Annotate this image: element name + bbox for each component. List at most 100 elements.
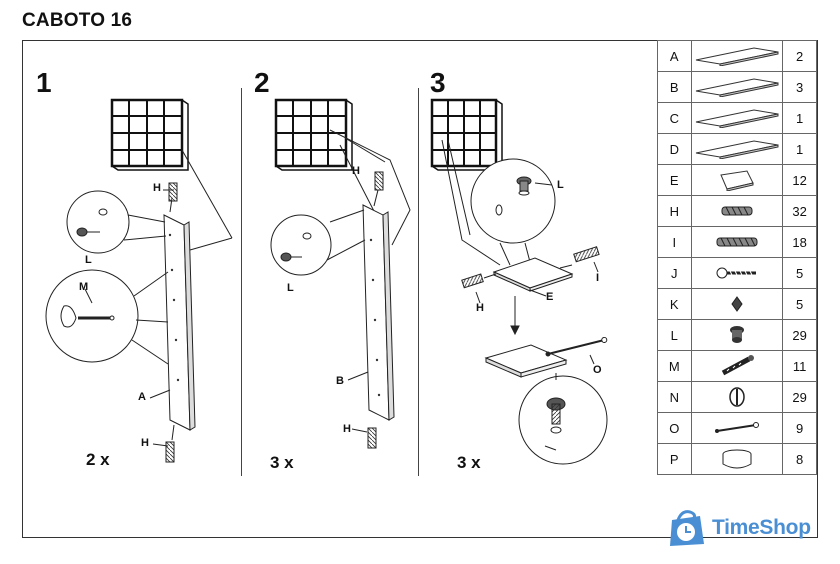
step-2-quantity: 3 x bbox=[270, 453, 294, 472]
bookcase-icon bbox=[274, 98, 353, 171]
step-3-label-e: E bbox=[546, 291, 554, 303]
part-count: 29 bbox=[782, 381, 817, 413]
dowel-bottom bbox=[165, 441, 175, 463]
part-count: 18 bbox=[782, 226, 817, 258]
part-code: H bbox=[657, 195, 692, 227]
part-row: N 29 bbox=[657, 381, 817, 413]
long-panel-icon bbox=[692, 108, 783, 128]
step-divider-2 bbox=[418, 88, 419, 476]
part-count: 11 bbox=[782, 350, 817, 382]
brand-name: TimeShop bbox=[712, 516, 811, 539]
step-2-label-h-bottom: H bbox=[343, 423, 351, 435]
part-count: 8 bbox=[782, 443, 817, 475]
step-1-label-h-top: H bbox=[153, 182, 161, 194]
part-row: E 12 bbox=[657, 164, 817, 196]
part-image bbox=[690, 257, 784, 289]
part-row: H 32 bbox=[657, 195, 817, 227]
part-count: 1 bbox=[782, 133, 817, 165]
part-code: D bbox=[657, 133, 692, 165]
part-image bbox=[690, 226, 784, 258]
cam-detail bbox=[516, 176, 532, 196]
part-image bbox=[690, 40, 784, 72]
part-code: I bbox=[657, 226, 692, 258]
part-image bbox=[690, 164, 784, 196]
part-code: J bbox=[657, 257, 692, 289]
part-count: 32 bbox=[782, 195, 817, 227]
part-code: L bbox=[657, 319, 692, 351]
part-count: 9 bbox=[782, 412, 817, 444]
part-code: E bbox=[657, 164, 692, 196]
part-count: 3 bbox=[782, 71, 817, 103]
part-row: L 29 bbox=[657, 319, 817, 351]
small-fitting-icon bbox=[692, 296, 783, 312]
long-panel-icon bbox=[692, 46, 783, 66]
cam-bolt-icon bbox=[692, 355, 783, 377]
long-panel-icon bbox=[692, 77, 783, 97]
part-image bbox=[690, 288, 784, 320]
part-code: O bbox=[657, 412, 692, 444]
step-number-2: 2 bbox=[254, 67, 270, 98]
step-1-label-l: L bbox=[85, 254, 92, 266]
part-image bbox=[690, 350, 784, 382]
step-2-label-l: L bbox=[287, 282, 294, 294]
part-row: M 11 bbox=[657, 350, 817, 382]
step-1-label-m: M bbox=[79, 281, 89, 293]
part-count: 29 bbox=[782, 319, 817, 351]
part-code: A bbox=[657, 40, 692, 72]
detail-fitting-circle bbox=[518, 375, 608, 465]
panel-a bbox=[163, 214, 196, 431]
small-board-icon bbox=[692, 169, 783, 191]
part-image bbox=[690, 381, 784, 413]
long-panel-icon bbox=[692, 139, 783, 159]
part-count: 5 bbox=[782, 288, 817, 320]
ring-fitting-icon bbox=[692, 448, 783, 470]
part-code: M bbox=[657, 350, 692, 382]
step-3-label-i: I bbox=[596, 272, 600, 284]
clock-bag-icon bbox=[670, 510, 704, 546]
part-code: P bbox=[657, 443, 692, 475]
step-1-quantity: 2 x bbox=[86, 450, 110, 469]
step-divider-1 bbox=[241, 88, 242, 476]
dowel-top bbox=[168, 182, 178, 202]
assembly-drawings bbox=[45, 98, 608, 465]
part-code: K bbox=[657, 288, 692, 320]
brand-logo: TimeShop bbox=[664, 508, 811, 548]
step-2-label-h-top: H bbox=[352, 165, 360, 177]
part-image bbox=[690, 412, 784, 444]
part-image bbox=[690, 195, 784, 227]
cam-lock-icon bbox=[692, 325, 783, 345]
dowel-left bbox=[461, 273, 484, 289]
step-number-1: 1 bbox=[36, 67, 52, 98]
part-code: B bbox=[657, 71, 692, 103]
part-count: 12 bbox=[782, 164, 817, 196]
part-count: 5 bbox=[782, 257, 817, 289]
dowel-right bbox=[573, 246, 600, 263]
part-image bbox=[690, 319, 784, 351]
part-row: I 18 bbox=[657, 226, 817, 258]
part-code: C bbox=[657, 102, 692, 134]
step-3-label-o: O bbox=[593, 364, 602, 376]
document-title: CABOTO 16 bbox=[22, 10, 133, 31]
step-3-quantity: 3 x bbox=[457, 453, 481, 472]
part-image bbox=[690, 443, 784, 475]
detail-cam-circle bbox=[66, 190, 130, 254]
bookcase-icon bbox=[110, 98, 189, 171]
metal-pin bbox=[545, 336, 608, 357]
shelf-e bbox=[492, 257, 574, 292]
shelf-assembled bbox=[484, 344, 568, 378]
screw-icon bbox=[692, 266, 783, 280]
detail-cam-circle bbox=[270, 214, 332, 276]
step-1-label-h-bottom: H bbox=[141, 437, 149, 449]
step-3-label-l: L bbox=[557, 179, 564, 191]
part-code: N bbox=[657, 381, 692, 413]
step-1-label-a: A bbox=[138, 391, 146, 403]
metal-pin-icon bbox=[692, 422, 783, 434]
